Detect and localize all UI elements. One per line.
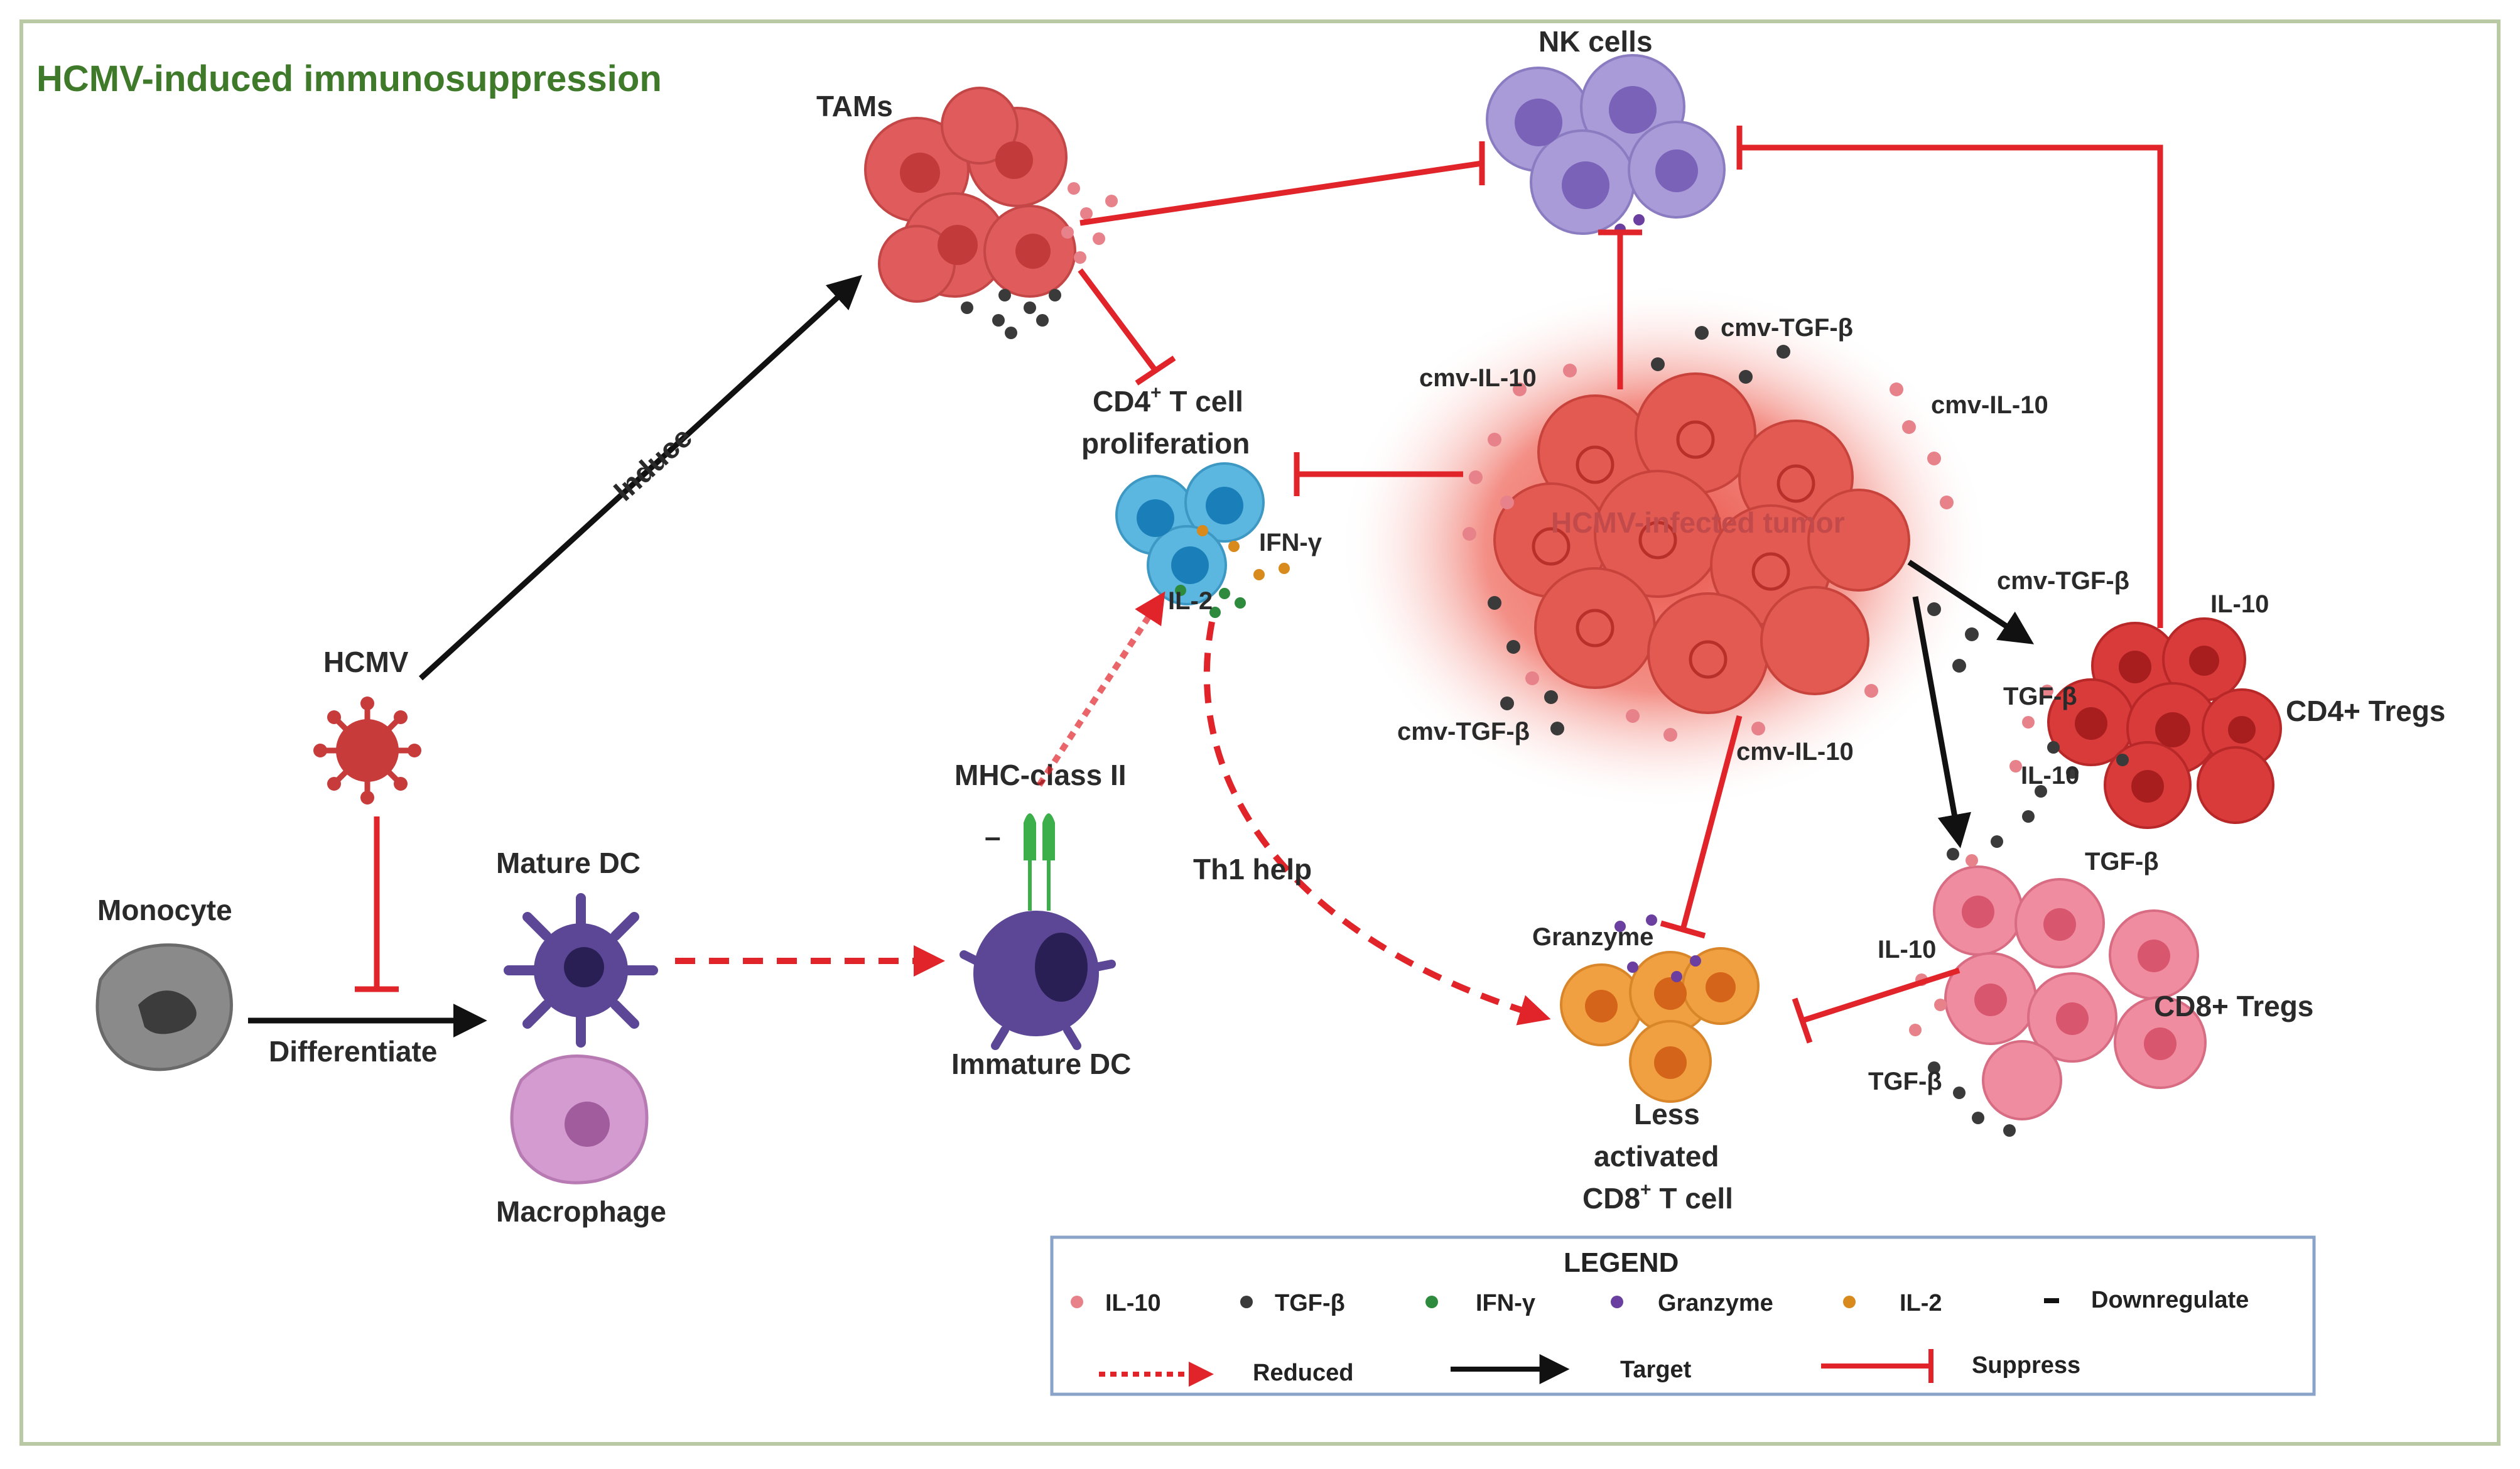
downregulate-minus: – (985, 820, 1001, 853)
legend-il2: IL-2 (1900, 1290, 1942, 1316)
macrophage-icon (510, 1054, 649, 1184)
diagram-title: HCMV-induced immunosuppression (36, 58, 662, 99)
cmv-tgfb-label-right: cmv-TGF-β (1997, 567, 2129, 595)
arrow-tumor-to-cd8-tregs (1912, 596, 1971, 848)
legend-il10-dot (1071, 1296, 1083, 1308)
cmv-tgfb-label-top: cmv-TGF-β (1721, 314, 1853, 342)
suppress-tams-to-nk (1079, 160, 1483, 226)
differentiate-label: Differentiate (269, 1035, 437, 1068)
target-arrows (248, 274, 2035, 1038)
hcmv-virus-icon (313, 697, 421, 805)
less-activated-line3: CD8+ T cell (1582, 1179, 1733, 1215)
immature-dc-icon (960, 911, 1116, 1050)
tumor-label: HCMV-infected tumor (1551, 506, 1845, 539)
legend-ifng: IFN-γ (1476, 1290, 1535, 1316)
legend-reduced: Reduced (1253, 1360, 1353, 1386)
il10-cd8-label: IL-10 (1878, 936, 1936, 963)
arrow-hcmv-to-tams (418, 274, 862, 681)
legend-title: LEGEND (1564, 1247, 1679, 1278)
il10-treg-label: IL-10 (2210, 590, 2269, 618)
legend-granzyme-dot (1611, 1296, 1623, 1308)
less-activated-cd8-cluster (1560, 914, 1760, 1103)
legend-il10: IL-10 (1105, 1290, 1161, 1316)
cmv-il10-label-right: cmv-IL-10 (1931, 391, 2048, 419)
legend-downregulate: Downregulate (2091, 1287, 2249, 1313)
mhc-label: MHC-class II (954, 759, 1127, 791)
reduced-arrows (675, 591, 1551, 1026)
arrow-tumor-to-cd4-tregs (1907, 560, 2035, 644)
tams-cluster (864, 87, 1118, 339)
cmv-il10-label-left: cmv-IL-10 (1419, 364, 1537, 392)
legend-granzyme: Granzyme (1658, 1290, 1773, 1316)
monocyte-icon (95, 943, 233, 1071)
tgfb-cd8-label: TGF-β (1868, 1068, 1942, 1095)
legend-target: Target (1620, 1357, 1692, 1383)
cd4-tregs-label: CD4+ Tregs (2286, 695, 2445, 727)
tumor-cytokine-dots (1463, 326, 1979, 742)
hcmv-infected-tumor: HCMV-infected tumor (1338, 283, 1991, 810)
cd8-tregs-label: CD8+ Tregs (2154, 990, 2313, 1022)
legend-il2-dot (1843, 1296, 1856, 1308)
suppress-tregs-to-nk (1739, 144, 2163, 628)
legend-tgfb-dot (1240, 1296, 1253, 1308)
cmv-il10-label-bottom: cmv-IL-10 (1736, 738, 1854, 766)
suppress-tumor-to-cd8 (1680, 715, 1743, 931)
suppress-tams-to-cd4 (1078, 268, 1158, 372)
immature-dc-label: Immature DC (951, 1048, 1131, 1080)
monocyte-label: Monocyte (97, 894, 232, 926)
suppress-lines (1078, 126, 2163, 1044)
mature-dc-icon (504, 893, 658, 1048)
cd4-prolif-label-line1: CD4+ T cell (1093, 382, 1243, 418)
legend-tgfb: TGF-β (1275, 1290, 1345, 1316)
mhc-class-ii-receptor (1024, 813, 1055, 911)
nk-cells-label: NK cells (1538, 25, 1653, 58)
less-activated-line1: Less (1634, 1098, 1700, 1130)
tgfb-treg-label: TGF-β (2003, 683, 2077, 710)
cmv-tgfb-label-bottom: cmv-TGF-β (1397, 718, 1530, 745)
legend-suppress: Suppress (1972, 1352, 2080, 1379)
il10-treg2-label: IL-10 (2021, 762, 2079, 789)
mature-dc-label: Mature DC (496, 847, 641, 879)
il2-label: IL-2 (1168, 587, 1213, 615)
tgfb-treg2-label: TGF-β (2085, 848, 2159, 875)
granzyme-label: Granzyme (1532, 923, 1653, 951)
hcmv-label: HCMV (323, 646, 409, 678)
legend: LEGEND IL-10 TGF-β IFN-γ Granzyme IL-2 D… (1050, 1235, 2316, 1396)
cd4-t-cell-cluster (1115, 462, 1290, 618)
arrow-th1-help (1203, 621, 1551, 1026)
arrow-mhc-to-cd4 (1036, 591, 1165, 787)
th1-help-label: Th1 help (1193, 853, 1312, 886)
tams-label: TAMs (816, 90, 893, 122)
macrophage-label: Macrophage (496, 1195, 666, 1228)
cd4-tregs-cluster (2009, 617, 2282, 829)
ifng-label: IFN-γ (1259, 529, 1322, 556)
legend-ifng-dot (1425, 1296, 1438, 1308)
cd8-tregs-cluster (1909, 835, 2207, 1137)
suppress-cd8-tregs-to-cd8 (1801, 967, 1960, 1024)
legend-downregulate-mark (2044, 1298, 2059, 1303)
cd4-prolif-label-line2: proliferation (1081, 427, 1250, 460)
nk-cells-cluster (1486, 54, 1726, 235)
less-activated-line2: activated (1594, 1140, 1719, 1173)
